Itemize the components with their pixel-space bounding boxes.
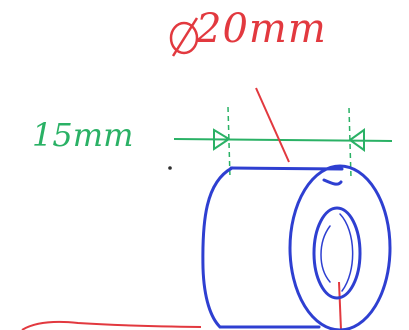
arrow-left-icon bbox=[213, 128, 231, 151]
bottom-red-stroke bbox=[21, 320, 202, 330]
diameter-symbol-slash bbox=[171, 17, 199, 57]
bore-hatching bbox=[320, 213, 354, 292]
diameter-label: 20mm bbox=[196, 6, 327, 52]
diameter-symbol-icon bbox=[169, 17, 199, 57]
bottom-leader-line bbox=[338, 281, 342, 330]
tube-inner-bore bbox=[312, 206, 362, 300]
tube-left-edge bbox=[201, 166, 234, 329]
arrow-right-icon bbox=[348, 128, 365, 152]
length-label: 15mm bbox=[32, 116, 134, 154]
point-marker bbox=[168, 166, 172, 170]
tube-part bbox=[201, 164, 392, 330]
length-dimension-line bbox=[173, 138, 393, 142]
tube-highlight bbox=[322, 178, 343, 186]
tube-outer-face bbox=[288, 164, 392, 330]
diameter-leader-line bbox=[255, 87, 290, 163]
diameter-symbol-circle bbox=[169, 21, 199, 55]
length-extension-left bbox=[227, 106, 231, 179]
diameter-leader bbox=[21, 87, 342, 330]
